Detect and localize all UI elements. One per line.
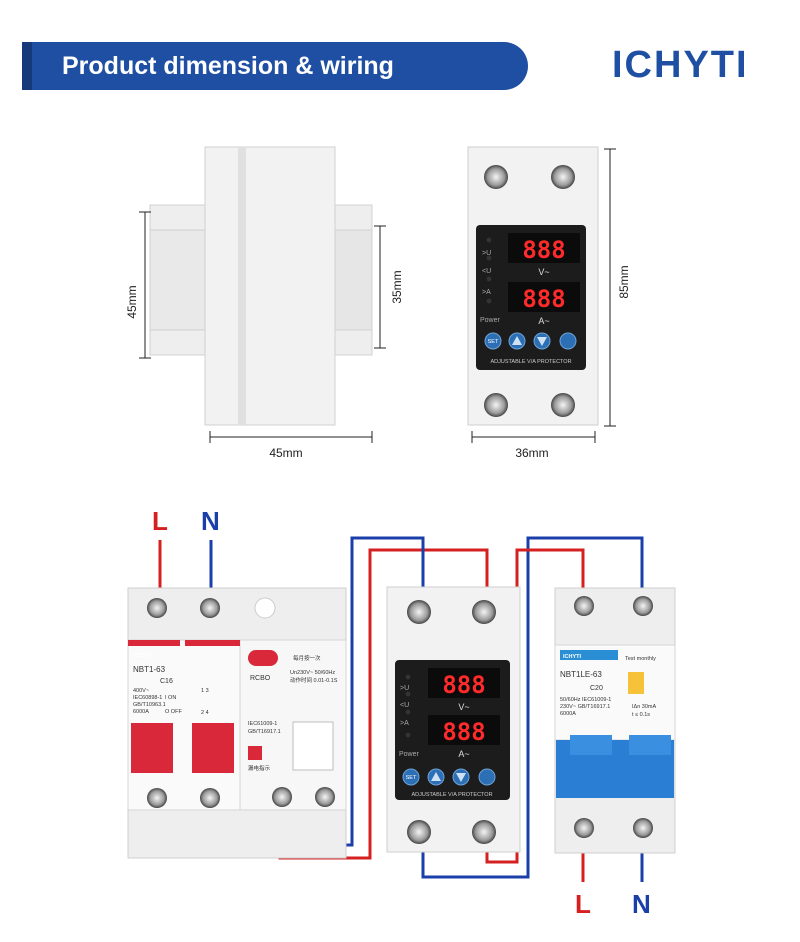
mid-led-label-under-voltage: <U [400,702,409,709]
left-breaker-test-cn: 每月按一次 [293,654,321,662]
mid-set-label: SET [406,775,417,781]
front-led-label-under-voltage: <U [482,268,491,275]
dim-side-height: 45mm [125,285,139,318]
front-voltage-display: 888 [522,236,565,264]
middle-protector [386,586,521,853]
mid-led-label-over-voltage: >U [400,685,409,692]
right-breaker-ian: IΔn 30mA [632,704,656,710]
mid-led-label-power: Power [399,751,420,758]
front-led-label-power: Power [480,317,501,324]
left-breaker [127,587,347,859]
brand-logo: ICHYTI [612,44,749,86]
wire-label-top-l: L [152,506,168,536]
right-breaker-rating: C20 [590,685,603,692]
wire-label-top-n: N [201,506,220,536]
dim-front-height: 85mm [617,265,631,298]
header-accent-bar [22,42,32,90]
front-led-label-over-voltage: >U [482,250,491,257]
header-banner [22,42,528,90]
dim-front-width: 36mm [515,446,548,460]
mid-volt-unit: V~ [458,702,469,712]
right-breaker-model: NBT1LE-63 [560,670,602,679]
dim-side-inner-height: 35mm [390,270,404,303]
left-breaker-standard2: GB/T16917.1 [248,729,281,735]
left-breaker-rating: C16 [160,678,173,685]
left-breaker-off: O OFF [165,709,182,715]
right-breaker-spec2: 230V~ GB/T16917.1 [560,704,610,710]
mid-amp-unit: A~ [458,749,469,759]
right-breaker-spec3: 6000A [560,711,576,717]
left-breaker-rcbo: RCBO [250,675,271,682]
left-breaker-on: I ON [165,695,176,701]
left-breaker-poles-top: 1 3 [201,688,209,694]
left-breaker-spec2: IEC60898-1 [133,695,162,701]
right-breaker [554,587,676,854]
right-breaker-spec1: 50/60Hz IEC61009-1 [560,697,611,703]
mid-current-display: 888 [442,718,485,746]
front-current-display: 888 [522,285,565,313]
front-footer-label: ADJUSTABLE V/A PROTECTOR [490,359,571,365]
left-breaker-model: NBT1-63 [133,665,166,674]
page-title: Product dimension & wiring [62,52,394,80]
left-breaker-freq: Un230V~ 50/60Hz [290,670,335,676]
left-breaker-leak: 漏电指示 [248,764,271,772]
left-breaker-time: 动作时间 0.01-0.1S [290,676,338,684]
mid-footer-label: ADJUSTABLE V/A PROTECTOR [411,792,492,798]
front-set-label: SET [488,339,499,345]
wire-label-bottom-l: L [575,889,591,919]
side-view [139,146,386,443]
front-led-label-over-current: >A [482,289,491,296]
right-breaker-test: Test monthly [625,656,656,662]
left-breaker-brand: ICHYTI [133,653,152,659]
right-breaker-time: t ≤ 0.1s [632,712,650,718]
left-breaker-spec4: 6000A [133,709,149,715]
dim-side-width: 45mm [269,446,302,460]
front-volt-unit: V~ [538,267,549,277]
mid-led-label-over-current: >A [400,720,409,727]
mid-voltage-display: 888 [442,671,485,699]
left-breaker-spec1: 400V~ [133,688,149,694]
left-breaker-poles-bottom: 2 4 [201,710,209,716]
right-breaker-brand: ICHYTI [563,654,582,660]
wire-label-bottom-n: N [632,889,651,919]
left-breaker-spec3: GB/T10963.1 [133,702,166,708]
front-view [467,146,616,443]
left-breaker-standard1: IEC61009-1 [248,721,277,727]
front-amp-unit: A~ [538,316,549,326]
